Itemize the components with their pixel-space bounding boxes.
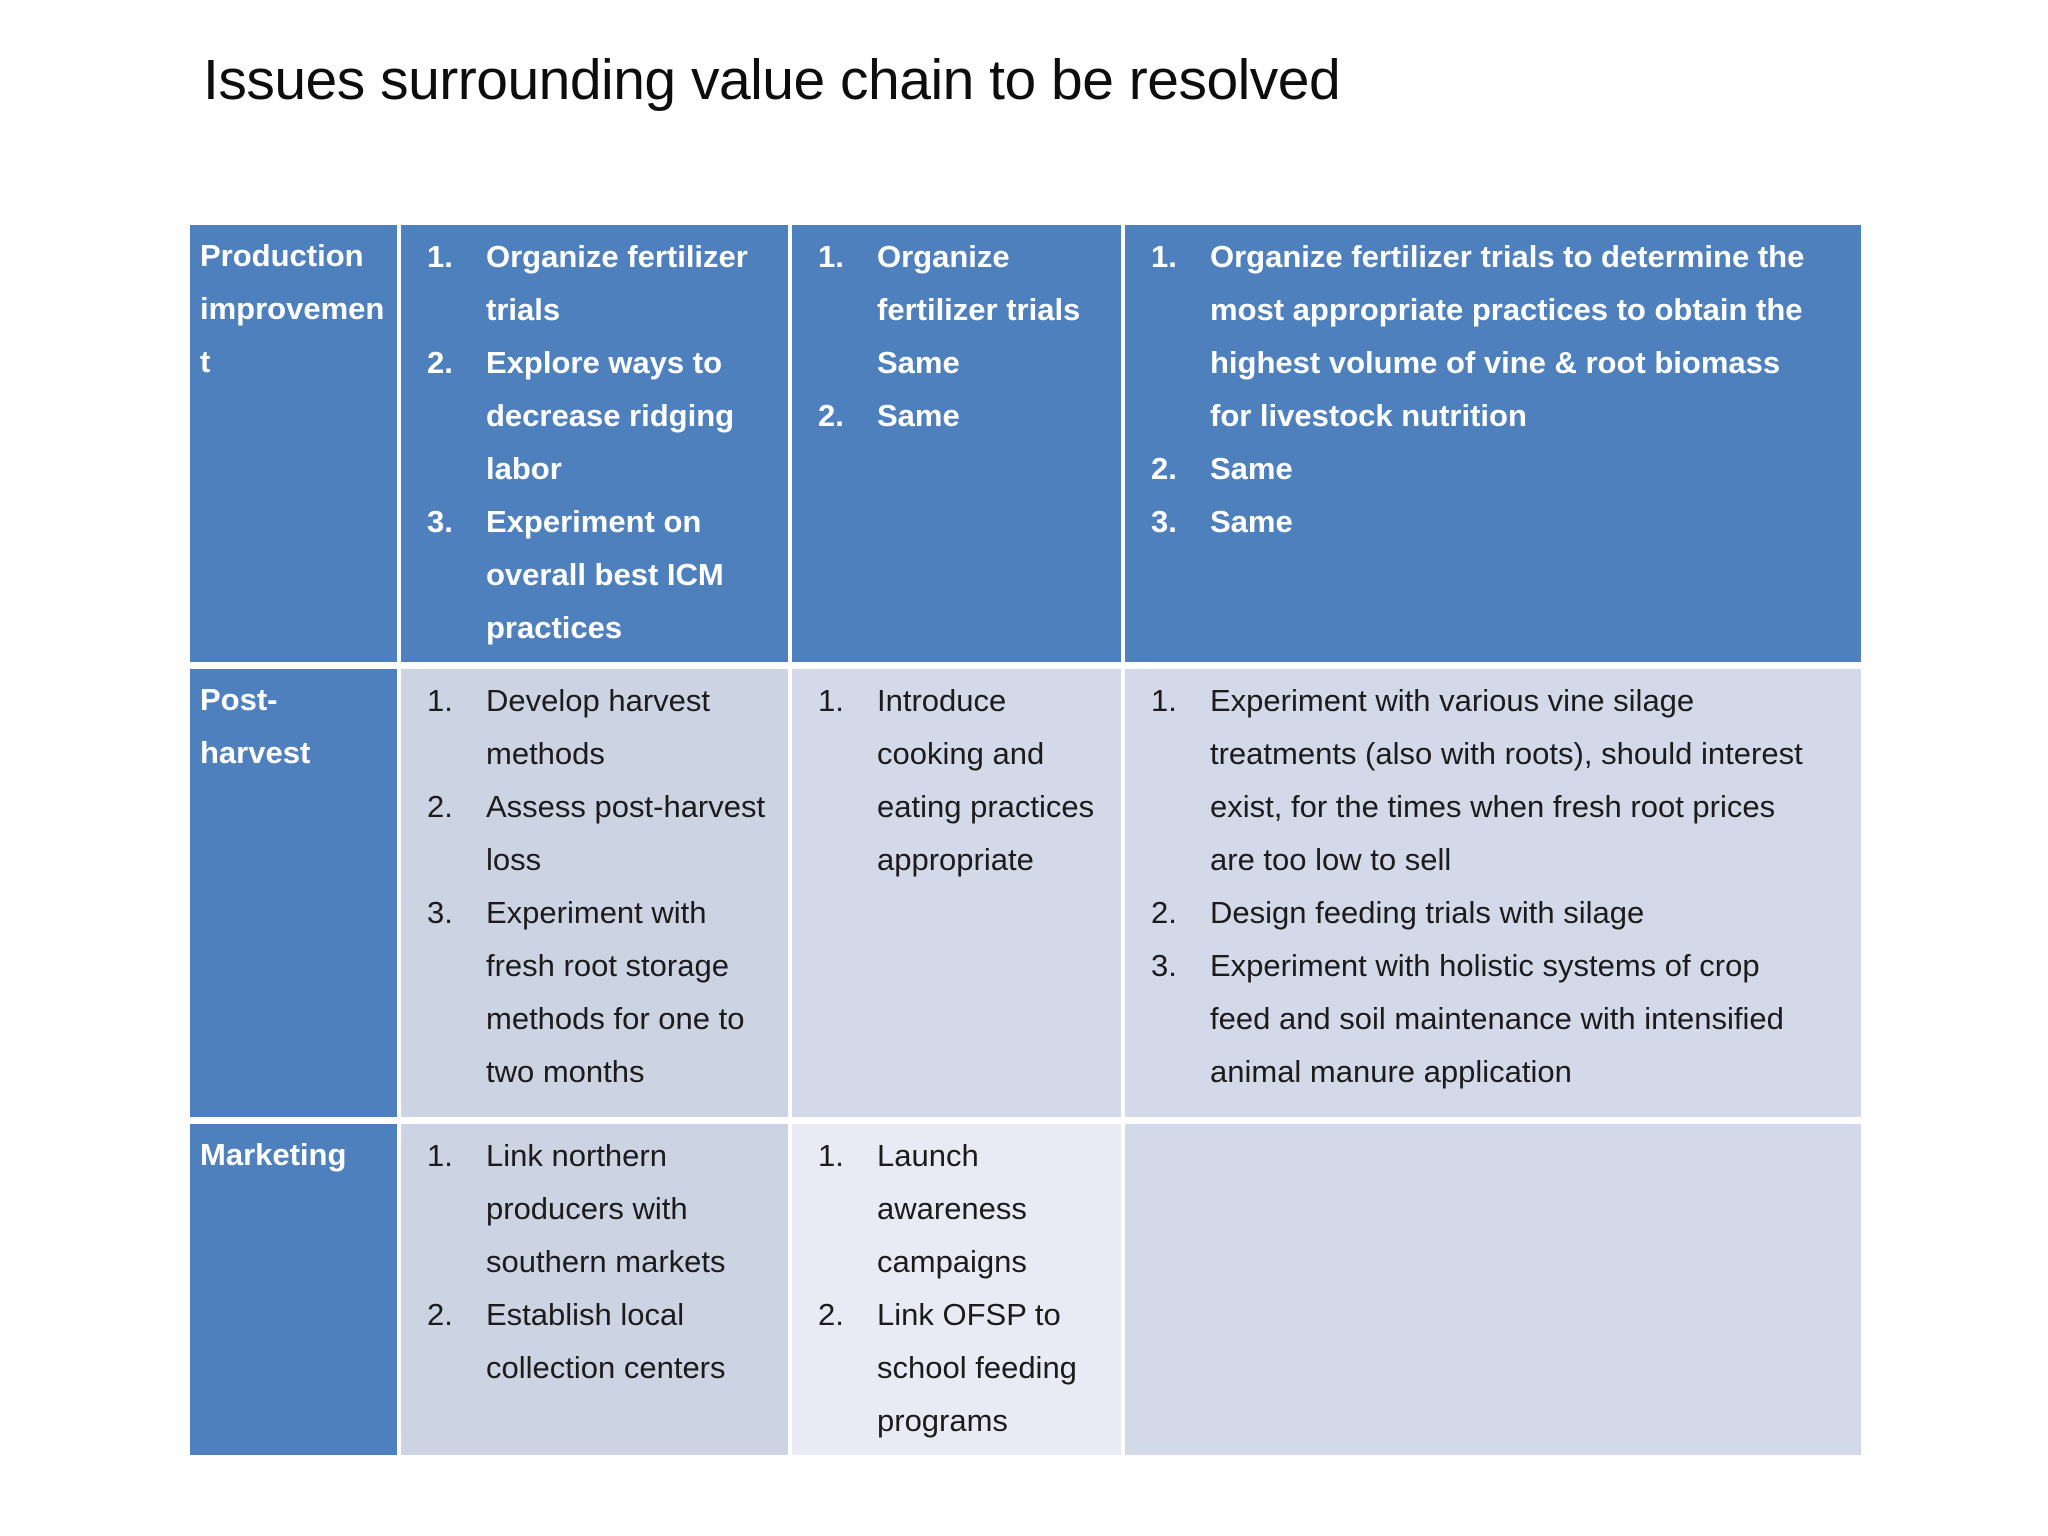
list-item: 3. Experiment with fresh root storage me…	[409, 886, 780, 1098]
list-item: 2. Design feeding trials with silage	[1133, 886, 1853, 939]
table-cell-postharvest-col2: 1. Develop harvest methods 2. Assess pos…	[401, 669, 788, 1117]
item-number: 2.	[427, 789, 453, 824]
item-text: Link northern producers with southern ma…	[486, 1138, 726, 1279]
item-number: 2.	[1151, 451, 1177, 486]
item-text: Same	[1210, 451, 1293, 486]
row-header-post-harvest: Post-harvest	[190, 669, 397, 1117]
item-text: Assess post-harvest loss	[486, 789, 766, 877]
item-number: 1.	[427, 239, 453, 274]
item-text: Experiment with various vine silage trea…	[1210, 683, 1803, 877]
list-item: 1. Develop harvest methods	[409, 674, 780, 780]
item-text: Launch awareness campaigns	[877, 1138, 1027, 1279]
item-number: 2.	[1151, 895, 1177, 930]
item-number: 2.	[427, 1297, 453, 1332]
item-number: 1.	[818, 683, 844, 718]
item-text: Experiment with holistic systems of crop…	[1210, 948, 1784, 1089]
table-cell-marketing-col4-empty	[1125, 1124, 1861, 1455]
item-number: 1.	[427, 1138, 453, 1173]
item-number: 3.	[427, 504, 453, 539]
list-item: 2. Explore ways to decrease ridging labo…	[409, 336, 780, 495]
item-number: 3.	[427, 895, 453, 930]
item-text: Introduce cooking and eating practices a…	[877, 683, 1095, 877]
slide-title: Issues surrounding value chain to be res…	[203, 48, 1341, 112]
item-text: Same	[877, 398, 960, 433]
list-item: 1. Link northern producers with southern…	[409, 1129, 780, 1288]
list-item: 1. Organize fertilizer trials Same	[800, 230, 1113, 389]
table-cell-postharvest-col3: 1. Introduce cooking and eating practice…	[792, 669, 1121, 1117]
item-number: 2.	[818, 398, 844, 433]
item-number: 1.	[818, 1138, 844, 1173]
table-cell-production-col3: 1. Organize fertilizer trials Same 2. Sa…	[792, 225, 1121, 662]
item-text: Design feeding trials with silage	[1210, 895, 1645, 930]
list-item: 2. Assess post-harvest loss	[409, 780, 780, 886]
table-cell-marketing-col3: 1. Launch awareness campaigns 2. Link OF…	[792, 1124, 1121, 1455]
item-number: 1.	[1151, 683, 1177, 718]
table-cell-marketing-col2: 1. Link northern producers with southern…	[401, 1124, 788, 1455]
item-text: Link OFSP to school feeding programs	[877, 1297, 1077, 1438]
list-item: 2. Link OFSP to school feeding programs	[800, 1288, 1113, 1447]
item-number: 2.	[427, 345, 453, 380]
list-item: 3. Same	[1133, 495, 1853, 548]
list-item: 1. Organize fertilizer trials	[409, 230, 780, 336]
table-cell-production-col4: 1. Organize fertilizer trials to determi…	[1125, 225, 1861, 662]
item-text: Develop harvest methods	[486, 683, 711, 771]
list-item: 3. Experiment on overall best ICM practi…	[409, 495, 780, 654]
list-item: 1. Experiment with various vine silage t…	[1133, 674, 1853, 886]
list-item: 1. Introduce cooking and eating practice…	[800, 674, 1113, 886]
list-item: 3. Experiment with holistic systems of c…	[1133, 939, 1853, 1098]
table-cell-production-col2: 1. Organize fertilizer trials 2. Explore…	[401, 225, 788, 662]
value-chain-table: Production improvement 1. Organize ferti…	[190, 225, 1861, 1455]
item-text: Experiment with fresh root storage metho…	[486, 895, 745, 1089]
list-item: 1. Organize fertilizer trials to determi…	[1133, 230, 1853, 442]
table-cell-postharvest-col4: 1. Experiment with various vine silage t…	[1125, 669, 1861, 1117]
list-item: 1. Launch awareness campaigns	[800, 1129, 1113, 1288]
item-text: Organize fertilizer trials	[486, 239, 748, 327]
item-text: Explore ways to decrease ridging labor	[486, 345, 735, 486]
list-item: 2. Same	[800, 389, 1113, 442]
item-number: 1.	[818, 239, 844, 274]
item-text: Experiment on overall best ICM practices	[486, 504, 724, 645]
item-number: 3.	[1151, 504, 1177, 539]
item-number: 2.	[818, 1297, 844, 1332]
row-header-production: Production improvement	[190, 225, 397, 662]
item-number: 3.	[1151, 948, 1177, 983]
row-header-marketing: Marketing	[190, 1124, 397, 1455]
item-text: Organize fertilizer trials Same	[877, 239, 1081, 380]
item-text: Organize fertilizer trials to determine …	[1210, 239, 1805, 433]
item-number: 1.	[1151, 239, 1177, 274]
item-text: Same	[1210, 504, 1293, 539]
item-text: Establish local collection centers	[486, 1297, 726, 1385]
item-number: 1.	[427, 683, 453, 718]
list-item: 2. Establish local collection centers	[409, 1288, 780, 1394]
list-item: 2. Same	[1133, 442, 1853, 495]
